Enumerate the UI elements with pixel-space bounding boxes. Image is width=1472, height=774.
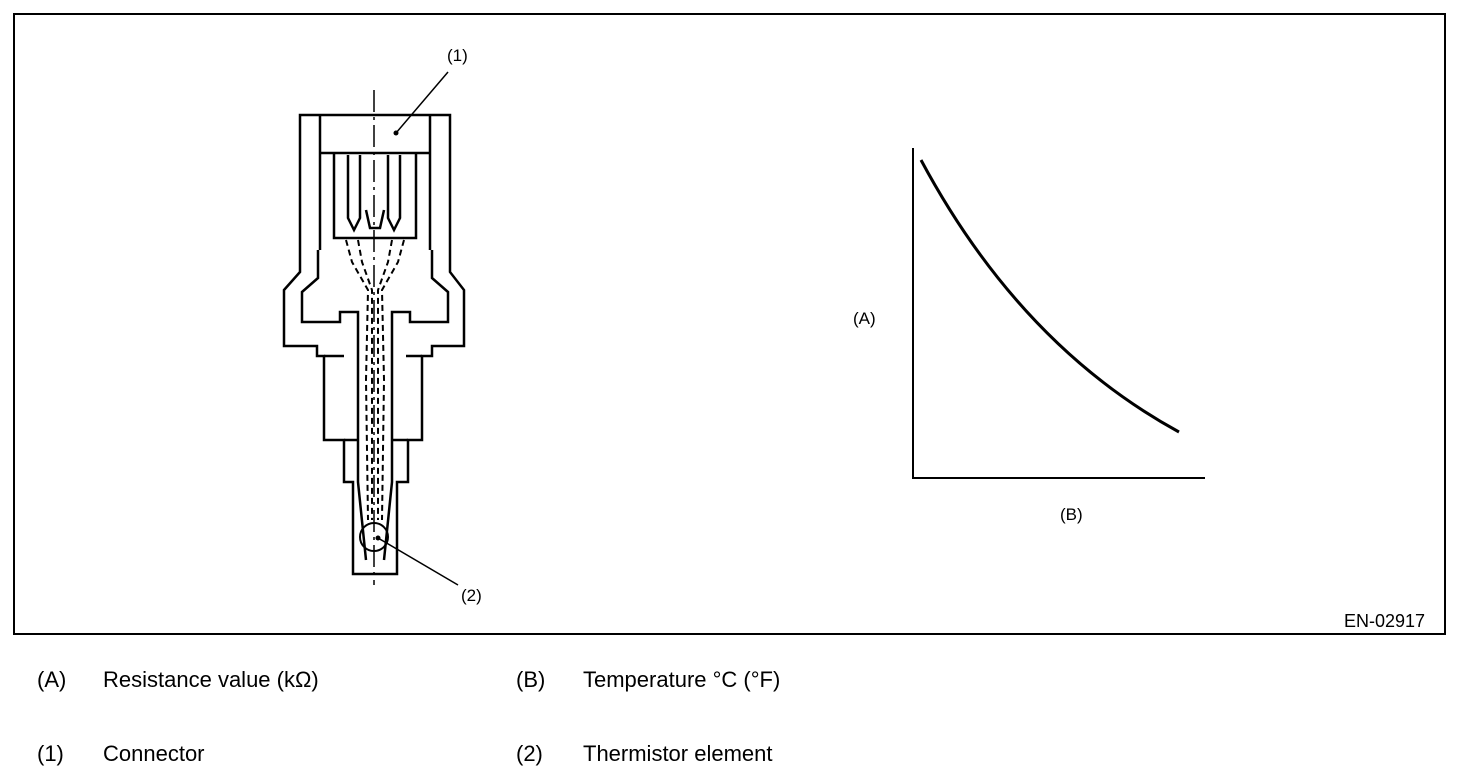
inner-cavity xyxy=(300,250,450,561)
callout-1-dot xyxy=(393,130,399,136)
thermistor-circle xyxy=(359,522,389,552)
terminal-center xyxy=(364,209,386,230)
legend-text-1: Connector xyxy=(103,741,205,766)
callout-2-dot xyxy=(375,535,381,541)
figure-code: EN-02917 xyxy=(1344,611,1425,631)
sensor-drawing xyxy=(282,113,466,576)
graph-axes xyxy=(912,148,1205,479)
legend-text-a: Resistance value (kΩ) xyxy=(103,667,319,692)
legend-text-b: Temperature °C (°F) xyxy=(583,667,781,692)
lead-wires xyxy=(345,239,405,521)
callout-2-label: (2) xyxy=(461,586,482,605)
legend-text-2: Thermistor element xyxy=(583,741,773,766)
graph-x-axis-label: (B) xyxy=(1060,505,1083,524)
sensor-outer-body xyxy=(282,113,466,576)
graph-y-axis-label: (A) xyxy=(853,309,876,328)
resistance-graph: (A) (B) xyxy=(853,148,1205,524)
legend-key-1: (1) xyxy=(37,741,64,766)
connector-inner-walls xyxy=(318,115,432,250)
legend-key-2: (2) xyxy=(516,741,543,766)
terminal-right xyxy=(386,155,402,233)
legend-key-b: (B) xyxy=(516,667,546,692)
legend-key-a: (A) xyxy=(37,667,67,692)
connector-socket xyxy=(332,153,418,240)
callout-1-leader xyxy=(395,71,449,134)
callout-1-label: (1) xyxy=(447,46,468,65)
resistance-curve xyxy=(919,159,1180,434)
terminal-left xyxy=(346,155,362,233)
stem-steps xyxy=(324,354,422,442)
callout-2-leader xyxy=(377,537,459,586)
figure-frame xyxy=(13,13,1446,635)
